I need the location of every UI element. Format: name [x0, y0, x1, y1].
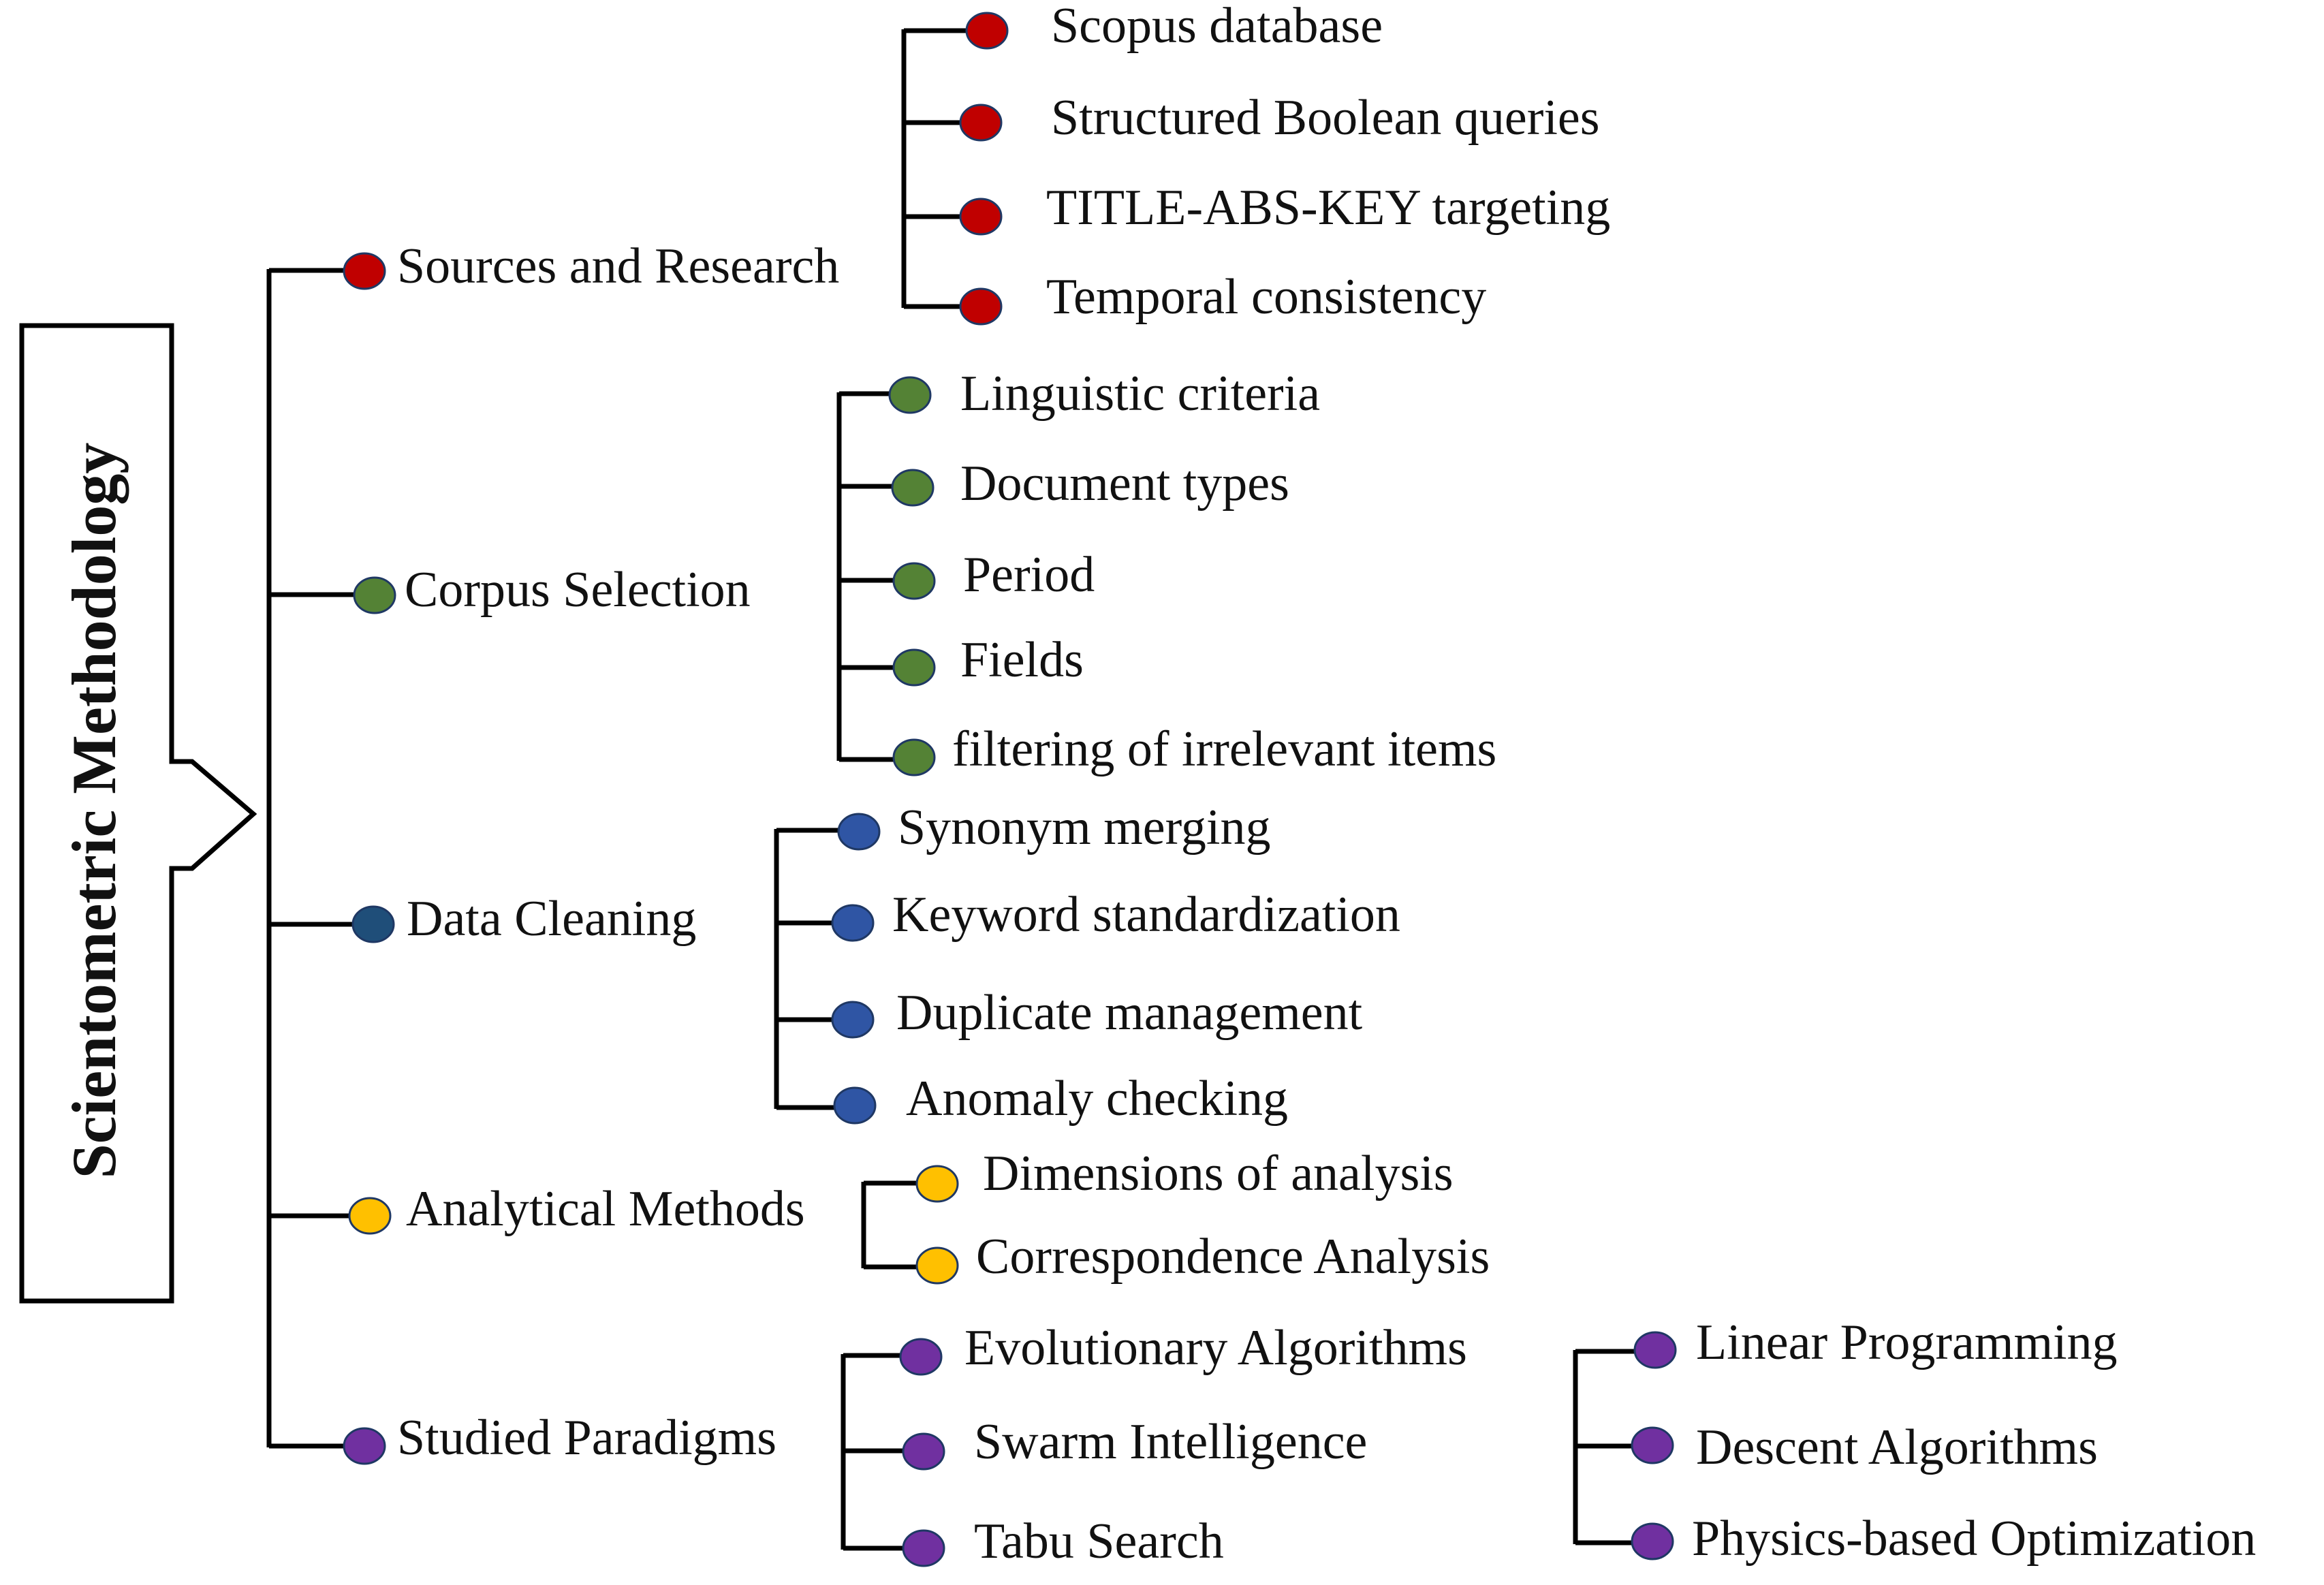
- paradigms-extra-item: Linear Programming: [1696, 1315, 2118, 1370]
- cleaning-item: Synonym merging: [898, 800, 1270, 856]
- corpus-item-dot: [891, 469, 935, 507]
- paradigms-dot: [343, 1427, 386, 1465]
- cleaning-item-dot: [831, 1001, 875, 1039]
- paradigms-item-dot: [899, 1338, 943, 1376]
- cleaning-label: Data Cleaning: [407, 891, 696, 947]
- sources-item-dot: [959, 287, 1003, 326]
- corpus-item: filtering of irrelevant items: [952, 721, 1496, 777]
- analytical-item: Correspondence Analysis: [976, 1229, 1490, 1285]
- paradigms-item-dot: [902, 1529, 945, 1567]
- paradigms-extra-item: Physics-based Optimization: [1692, 1511, 2256, 1567]
- corpus-item: Linguistic criteria: [960, 366, 1320, 422]
- analytical-item: Dimensions of analysis: [983, 1146, 1454, 1202]
- sources-dot: [343, 252, 386, 290]
- corpus-item: Fields: [960, 632, 1084, 688]
- cleaning-dot: [351, 905, 395, 943]
- paradigms-extra-dot: [1633, 1331, 1677, 1369]
- cleaning-item-dot: [837, 813, 881, 851]
- corpus-item-dot: [888, 376, 932, 414]
- analytical-item-dot: [915, 1246, 959, 1285]
- cleaning-item-dot: [831, 904, 875, 942]
- corpus-item: Document types: [960, 456, 1289, 512]
- sources-item-dot: [959, 198, 1003, 236]
- cleaning-item-dot: [833, 1086, 877, 1125]
- analytical-dot: [348, 1197, 392, 1235]
- cleaning-item: Keyword standardization: [892, 887, 1400, 943]
- paradigms-extra-dot: [1631, 1426, 1674, 1464]
- diagram-title: Scientometric Methodology: [59, 443, 129, 1179]
- sources-item: Temporal consistency: [1046, 269, 1486, 325]
- sources-item: TITLE-ABS-KEY targeting: [1046, 180, 1610, 236]
- corpus-dot: [353, 576, 396, 614]
- paradigms-extra-dot: [1631, 1522, 1674, 1560]
- cleaning-item: Duplicate management: [896, 985, 1363, 1041]
- corpus-label: Corpus Selection: [405, 562, 751, 618]
- paradigms-item: Evolutionary Algorithms: [964, 1320, 1467, 1376]
- title-arrow-box: [19, 323, 257, 1304]
- paradigms-item: Swarm Intelligence: [974, 1414, 1367, 1470]
- corpus-item-dot: [892, 648, 936, 687]
- cleaning-item: Anomaly checking: [906, 1071, 1288, 1127]
- sources-item-dot: [965, 12, 1009, 50]
- sources-label: Sources and Research: [397, 238, 839, 294]
- paradigms-item-dot: [902, 1432, 945, 1471]
- corpus-item: Period: [963, 547, 1095, 603]
- analytical-label: Analytical Methods: [406, 1181, 805, 1237]
- analytical-item-dot: [915, 1165, 959, 1203]
- sources-item: Structured Boolean queries: [1051, 90, 1600, 146]
- paradigms-label: Studied Paradigms: [397, 1410, 776, 1466]
- paradigms-item: Tabu Search: [974, 1513, 1224, 1569]
- sources-item: Scopus database: [1051, 0, 1383, 54]
- corpus-item-dot: [892, 562, 936, 600]
- sources-item-dot: [959, 104, 1003, 142]
- paradigms-extra-item: Descent Algorithms: [1696, 1419, 2098, 1475]
- corpus-item-dot: [892, 738, 936, 776]
